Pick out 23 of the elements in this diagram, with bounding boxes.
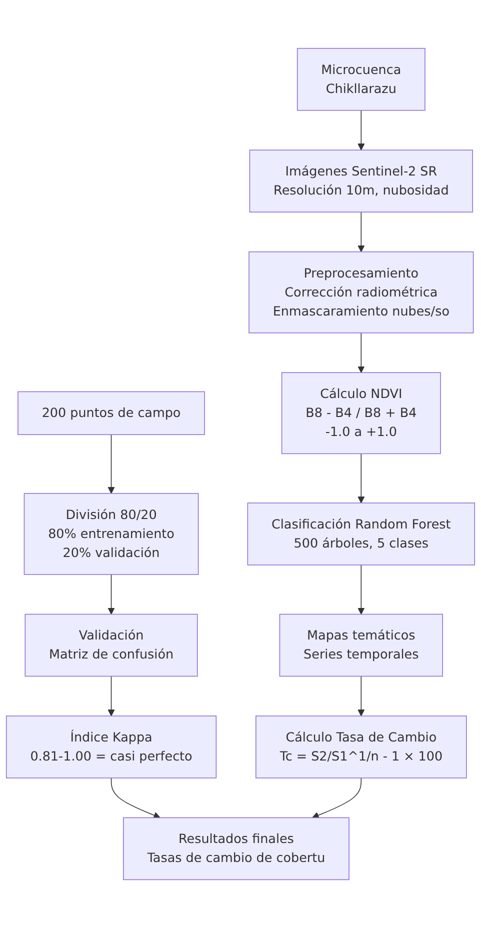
arrow [358,212,365,253]
node-box: Preprocesamiento Corrección radiométrica Enmascaramiento nubes/so [248,252,474,334]
arrow [312,778,362,820]
arrow [108,574,115,616]
arrow [108,434,115,494]
node-box: Cálculo Tasa de Cambio Tc = S2/S1^1/n - 1 × 100 [256,716,467,779]
node-box: División 80/20 80% entrenamiento 20% validación [24,494,199,576]
node-box: Índice Kappa 0.81-1.00 = casi perfecto [6,716,217,779]
arrow [358,454,365,504]
arrow [108,676,115,717]
node-box: Validación Matriz de confusión [24,614,198,678]
arrow [358,676,365,717]
node-box: Mapas temáticos Series temporales [279,614,443,678]
arrow [358,110,365,151]
node-box: Resultados finales Tasas de cambio de cobertu [123,818,350,881]
arrow [110,778,160,820]
arrow [358,332,365,374]
node-box: Clasificación Random Forest 500 árboles, 5 clases [247,503,476,566]
node-box: 200 puntos de campo [18,392,205,436]
node-box: Cálculo NDVI B8 - B4 / B8 + B4 -1.0 a +1.0 [281,372,441,455]
node-box: Microcuenca Chikllarazu [296,48,426,112]
arrow [358,565,365,616]
node-box: Imágenes Sentinel-2 SR Resolución 10m, nubosidad [249,150,473,213]
